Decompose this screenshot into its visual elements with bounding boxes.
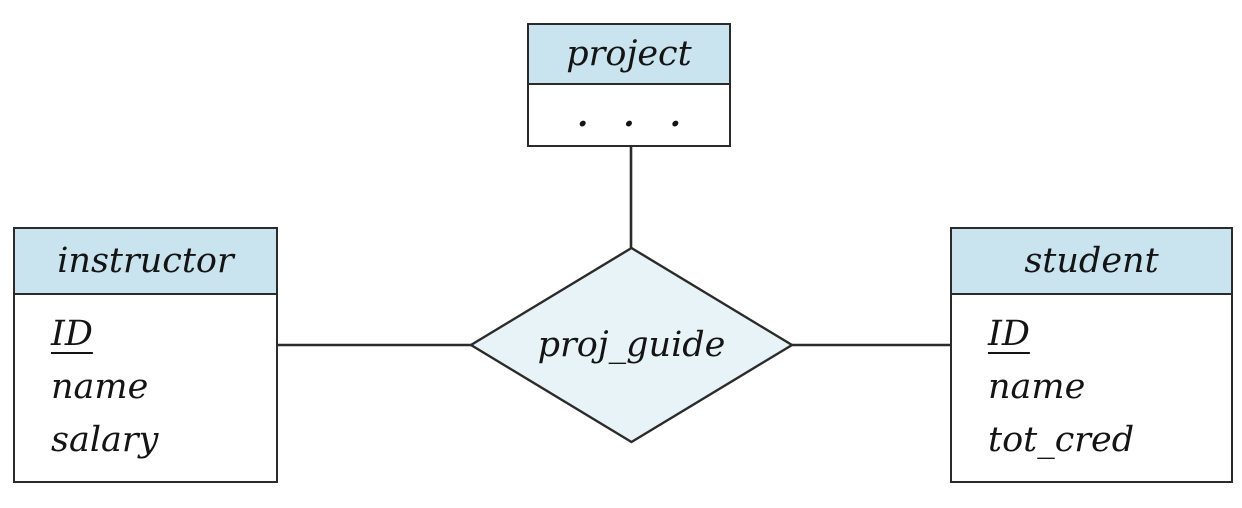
instructor-attributes: ID name salary	[15, 295, 276, 467]
entity-instructor: instructor ID name salary	[13, 227, 278, 483]
student-attributes: ID name tot_cred	[952, 295, 1231, 467]
entity-student: student ID name tot_cred	[950, 227, 1233, 483]
attribute-student-id: ID	[988, 314, 1030, 354]
entity-instructor-title: instructor	[15, 229, 276, 295]
attribute-instructor-salary: salary	[51, 420, 159, 460]
relationship-diamond	[468, 246, 795, 444]
entity-student-title: student	[952, 229, 1231, 295]
entity-project: project . . .	[527, 23, 731, 147]
entity-project-title: project	[529, 25, 729, 85]
relationship-label: proj_guide	[537, 325, 726, 365]
attribute-instructor-name: name	[51, 367, 149, 407]
entity-project-attributes-placeholder: . . .	[577, 96, 693, 134]
attribute-instructor-id: ID	[51, 314, 93, 354]
attribute-student-name: name	[988, 367, 1086, 407]
attribute-student-tot-cred: tot_cred	[988, 420, 1135, 460]
